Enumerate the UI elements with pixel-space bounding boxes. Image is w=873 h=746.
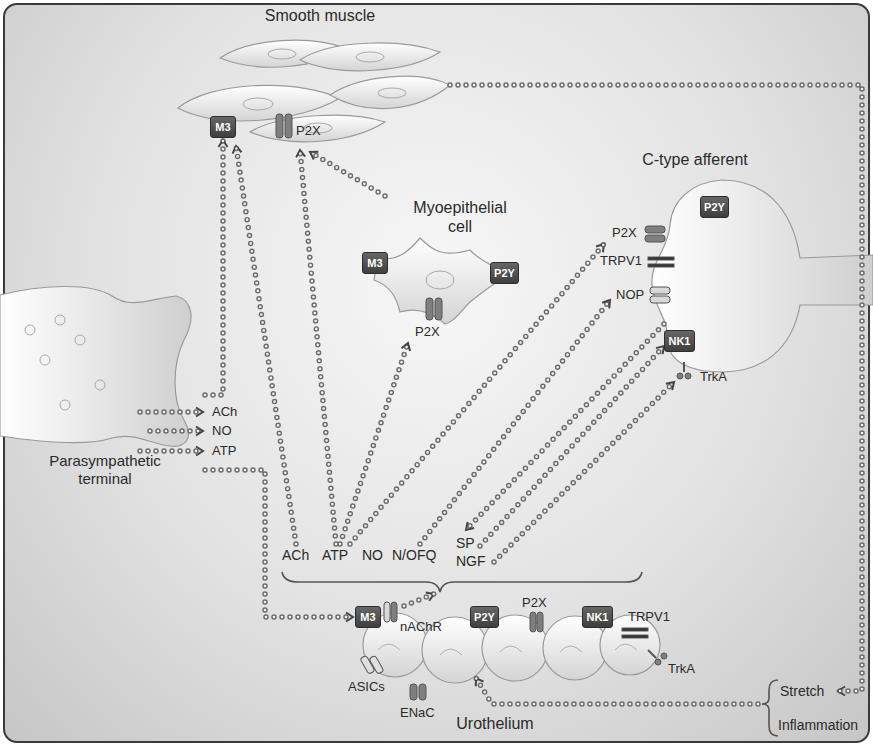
dot-fill	[420, 300, 610, 544]
bracket	[762, 680, 778, 736]
myoepithelial-cell: Myoepithelial cellM3P2Y	[358, 196, 548, 346]
signal-label: NGF	[456, 554, 486, 569]
dot-fill	[205, 140, 223, 395]
signal-label: ASICs	[348, 680, 385, 694]
signal-label: NO	[362, 548, 383, 563]
dot-fill	[476, 678, 758, 704]
signal-label: nAChR	[400, 620, 442, 634]
dot-fill	[300, 150, 336, 544]
signal-path	[450, 85, 862, 691]
cell-name: C-type afferent	[625, 150, 765, 169]
signal-path	[494, 382, 674, 562]
signal-label: N/OFQ	[392, 548, 436, 563]
signal-connector	[205, 140, 223, 395]
receptor-name: P2Y	[704, 201, 725, 213]
signal-path	[466, 324, 664, 530]
signal-path	[300, 150, 336, 544]
bracket	[282, 572, 642, 592]
cell-name: Urothelium	[445, 714, 545, 733]
signal-label: ACh	[282, 548, 309, 563]
channel-icons	[276, 114, 691, 700]
signal-label: TrkA	[700, 370, 727, 384]
receptor-name: P2Y	[474, 611, 495, 623]
signal-path	[404, 594, 434, 606]
receptor-box: M3	[210, 116, 236, 138]
parasympathetic-terminal: Parasympathetic terminal	[0, 280, 205, 495]
receptor-name: M3	[360, 611, 375, 623]
signal-label: NOP	[616, 288, 644, 302]
receptor-box: NK1	[582, 606, 613, 628]
dot-fill	[494, 382, 674, 562]
signal-label: P2X	[522, 596, 547, 610]
receptor-box: P2Y	[470, 606, 499, 628]
signal-label: Inflammation	[778, 718, 858, 733]
signal-label: ACh	[212, 405, 237, 419]
signal-label: TrkA	[668, 662, 695, 676]
signal-label: TRPV1	[600, 254, 642, 268]
dot-fill	[140, 411, 203, 414]
signal-label: TRPV1	[628, 610, 670, 624]
dot-fill	[466, 324, 664, 530]
signal-label: NO	[212, 424, 232, 438]
receptor-name: M3	[215, 121, 230, 133]
signal-path	[420, 300, 610, 544]
cell-name: Smooth muscle	[245, 6, 395, 25]
signal-label: ATP	[322, 548, 348, 563]
signal-path	[480, 346, 664, 546]
dot-fill	[150, 430, 203, 433]
signal-label: SP	[456, 536, 475, 551]
receptor-box: M3	[362, 252, 388, 274]
receptor-name: P2Y	[494, 267, 515, 279]
signal-connector	[310, 152, 385, 196]
dot-fill	[310, 152, 385, 196]
dot-fill	[450, 85, 862, 691]
dot-fill	[404, 594, 434, 606]
dot-fill	[205, 470, 353, 617]
signal-label: ATP	[212, 444, 236, 458]
receptor-name: M3	[367, 257, 382, 269]
dot-fill	[480, 346, 664, 546]
receptor-box: P2Y	[490, 262, 519, 284]
cell-name: Myoepithelial cell	[400, 198, 520, 236]
receptor-box: P2Y	[700, 196, 729, 218]
receptor-box: NK1	[664, 330, 695, 352]
signal-connector	[205, 470, 353, 617]
receptor-name: NK1	[668, 335, 690, 347]
cell-name: Parasympathetic terminal	[30, 452, 180, 488]
receptor-name: NK1	[586, 611, 608, 623]
signal-label: P2X	[296, 124, 321, 138]
signal-path	[140, 409, 203, 415]
dot-fill	[140, 450, 203, 453]
signal-label: P2X	[612, 226, 637, 240]
signal-label: Stretch	[780, 684, 824, 699]
signal-path	[476, 678, 758, 704]
signal-label: P2X	[415, 325, 440, 339]
receptor-box: M3	[355, 606, 381, 628]
signal-label: ENaC	[400, 706, 435, 720]
